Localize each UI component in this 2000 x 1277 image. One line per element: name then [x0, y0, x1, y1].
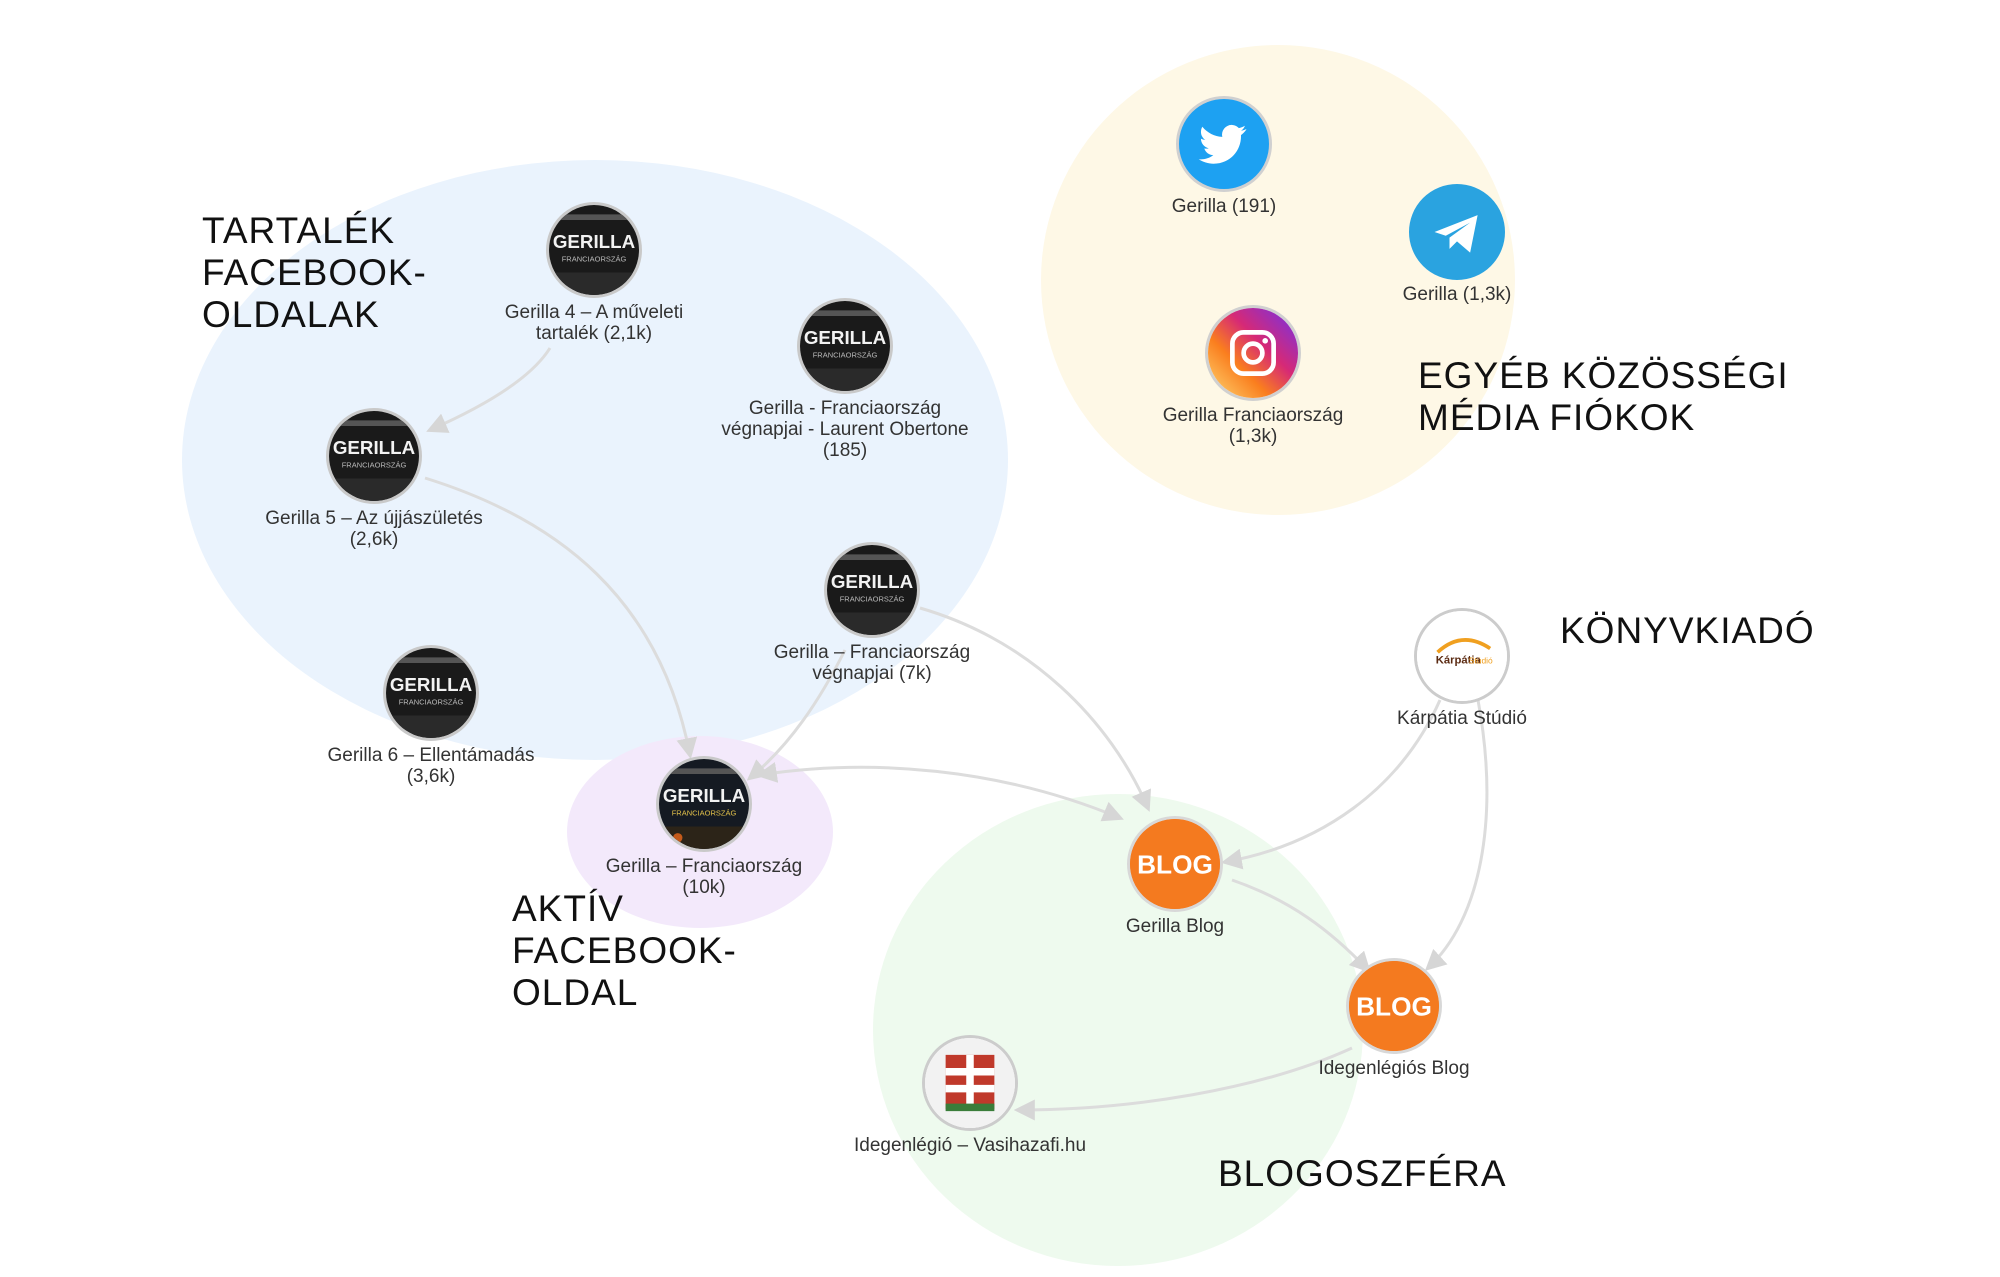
gerilla-page-icon: GERILLA FRANCIAORSZÁG — [383, 645, 479, 741]
svg-text:GERILLA: GERILLA — [663, 785, 746, 806]
gerilla-page-icon: GERILLA FRANCIAORSZÁG — [797, 298, 893, 394]
edge-vegnapjai-to-gerilla-blog — [919, 606, 1151, 812]
node-gerilla-blog[interactable]: BLOG Gerilla Blog — [1025, 816, 1325, 937]
node-label-gerilla6: Gerilla 6 – Ellentámadás (3,6k) — [327, 745, 535, 787]
edge-gerilla-fr-to-gerilla-blog — [755, 762, 1124, 822]
gerilla-page-icon: GERILLA FRANCIAORSZÁG — [656, 756, 752, 852]
group-label-egyeb: EGYÉB KÖZÖSSÉGI MÉDIA FIÓKOK — [1418, 355, 1789, 438]
node-label-gerilla-blog: Gerilla Blog — [1125, 916, 1225, 937]
node-label-vasihazafi: Idegenlégió – Vasihazafi.hu — [853, 1135, 1087, 1156]
svg-text:BLOG: BLOG — [1356, 991, 1432, 1021]
twitter-icon — [1176, 96, 1272, 192]
node-gerilla-fr[interactable]: GERILLA FRANCIAORSZÁG Gerilla – Franciaor… — [554, 756, 854, 898]
svg-text:GERILLA: GERILLA — [804, 327, 887, 348]
blog-icon: BLOG — [1346, 958, 1442, 1054]
group-label-aktiv: AKTÍV FACEBOOK- OLDAL — [512, 888, 737, 1013]
node-label-telegram: Gerilla (1,3k) — [1402, 284, 1512, 305]
node-twitter[interactable]: Gerilla (191) — [1074, 96, 1374, 217]
node-label-gerilla4: Gerilla 4 – A műveleti tartalék (2,1k) — [504, 302, 684, 344]
group-label-blogoszfera: BLOGOSZFÉRA — [1218, 1153, 1507, 1194]
edge-gerilla-blog-to-idegenlegios-blog — [1231, 878, 1371, 974]
edge-idegenlegios-blog-to-vasihazafi — [1013, 1046, 1353, 1121]
svg-text:FRANCIAORSZÁG: FRANCIAORSZÁG — [840, 594, 905, 603]
svg-text:BLOG: BLOG — [1137, 849, 1213, 879]
node-label-twitter: Gerilla (191) — [1171, 196, 1277, 217]
instagram-icon — [1205, 305, 1301, 401]
node-gerilla-obertone[interactable]: GERILLA FRANCIAORSZÁG Gerilla - Franciaor… — [695, 298, 995, 461]
gerilla-page-icon: GERILLA FRANCIAORSZÁG — [326, 408, 422, 504]
node-label-gerilla5: Gerilla 5 – Az újjászületés (2,6k) — [265, 508, 483, 550]
svg-text:GERILLA: GERILLA — [390, 674, 473, 695]
telegram-icon — [1409, 184, 1505, 280]
node-label-instagram: Gerilla Franciaország (1,3k) — [1162, 405, 1344, 447]
vasihazafi-logo-icon — [922, 1035, 1018, 1131]
svg-text:FRANCIAORSZÁG: FRANCIAORSZÁG — [342, 460, 407, 469]
svg-text:FRANCIAORSZÁG: FRANCIAORSZÁG — [813, 350, 878, 359]
node-label-idegenlegios-blog: Idegenlégiós Blog — [1318, 1058, 1470, 1079]
edge-karpatia-to-gerilla-blog — [1220, 699, 1442, 870]
node-vasihazafi[interactable]: Idegenlégió – Vasihazafi.hu — [820, 1035, 1120, 1156]
node-label-gerilla-fr: Gerilla – Franciaország (10k) — [605, 856, 803, 898]
node-telegram[interactable]: Gerilla (1,3k) — [1307, 184, 1607, 305]
svg-text:FRANCIAORSZÁG: FRANCIAORSZÁG — [562, 254, 627, 263]
node-gerilla-vegnapjai[interactable]: GERILLA FRANCIAORSZÁG Gerilla – Franciaor… — [722, 542, 1022, 684]
node-gerilla6[interactable]: GERILLA FRANCIAORSZÁG Gerilla 6 – Ellentá… — [281, 645, 581, 787]
node-label-gerilla-vegnapjai: Gerilla – Franciaország végnapjai (7k) — [773, 642, 971, 684]
node-instagram[interactable]: Gerilla Franciaország (1,3k) — [1103, 305, 1403, 447]
gerilla-page-icon: GERILLA FRANCIAORSZÁG — [546, 202, 642, 298]
svg-text:GERILLA: GERILLA — [553, 231, 636, 252]
edge-karpatia-to-idegenlegios-blog — [1424, 699, 1489, 971]
node-gerilla5[interactable]: GERILLA FRANCIAORSZÁG Gerilla 5 – Az újjá… — [224, 408, 524, 550]
node-gerilla4[interactable]: GERILLA FRANCIAORSZÁG Gerilla 4 – A művel… — [444, 202, 744, 344]
svg-text:Stúdió: Stúdió — [1469, 656, 1493, 666]
edge-gerilla5-to-gerilla-fr — [424, 476, 698, 760]
svg-text:GERILLA: GERILLA — [333, 437, 416, 458]
group-label-tartalek: TARTALÉK FACEBOOK- OLDALAK — [202, 210, 427, 335]
svg-text:FRANCIAORSZÁG: FRANCIAORSZÁG — [399, 697, 464, 706]
node-idegenlegios-blog[interactable]: BLOG Idegenlégiós Blog — [1244, 958, 1544, 1079]
group-blogoszfera-area — [873, 794, 1363, 1266]
gerilla-page-icon: GERILLA FRANCIAORSZÁG — [824, 542, 920, 638]
svg-text:FRANCIAORSZÁG: FRANCIAORSZÁG — [672, 808, 737, 817]
group-tartalek-area — [182, 160, 1008, 760]
node-label-karpatia: Kárpátia Stúdió — [1397, 708, 1527, 729]
group-label-konyvkiado: KÖNYVKIADÓ — [1560, 610, 1815, 651]
node-label-gerilla-obertone: Gerilla - Franciaország végnapjai - Laur… — [721, 398, 969, 461]
edge-gerilla4-to-gerilla5 — [426, 347, 552, 433]
svg-text:Kárpátia: Kárpátia — [1436, 655, 1482, 667]
svg-text:GERILLA: GERILLA — [831, 571, 914, 592]
group-egyeb-area — [1041, 45, 1515, 515]
blog-icon: BLOG — [1127, 816, 1223, 912]
